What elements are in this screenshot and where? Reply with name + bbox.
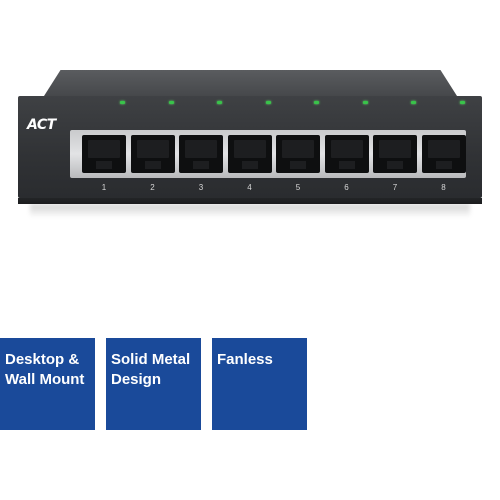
port-number-label: 6 xyxy=(344,183,349,192)
ethernet-port xyxy=(373,135,417,173)
ethernet-port xyxy=(324,135,369,173)
port-number-label: 4 xyxy=(247,183,252,192)
port-number-label: 5 xyxy=(295,183,301,192)
ethernet-port xyxy=(179,135,223,173)
brand-logo: ACT xyxy=(27,117,56,133)
feature-tile-label: Fanless xyxy=(217,351,273,368)
status-led xyxy=(362,101,368,104)
switch-base xyxy=(18,198,482,204)
status-led xyxy=(411,101,416,104)
status-led xyxy=(314,101,319,104)
feature-tile-label: Solid Metal Design xyxy=(111,351,191,388)
feature-tile-fanless: Fanless xyxy=(212,338,307,430)
ethernet-port xyxy=(82,135,126,173)
feature-tile-solid-metal-design: Solid Metal Design xyxy=(106,338,201,430)
ethernet-port xyxy=(130,135,175,173)
port-number-label: 3 xyxy=(198,183,204,192)
switch-top-cover xyxy=(44,70,457,96)
status-led xyxy=(120,101,125,104)
feature-tile-desktop-wall-mount: Desktop & Wall Mount xyxy=(0,338,95,430)
port-number-label: 1 xyxy=(101,183,107,192)
ethernet-port xyxy=(421,135,466,173)
port-number-label: 2 xyxy=(150,183,155,192)
status-led xyxy=(168,101,174,104)
switch-shadow xyxy=(30,204,470,218)
port-number-label: 7 xyxy=(392,183,398,192)
status-led xyxy=(217,101,222,104)
ethernet-port xyxy=(276,135,320,173)
port-number-label: 8 xyxy=(441,183,446,192)
status-led xyxy=(265,101,271,104)
status-led xyxy=(459,101,465,104)
ethernet-port xyxy=(227,135,272,173)
feature-tile-label: Desktop & Wall Mount xyxy=(5,351,85,388)
